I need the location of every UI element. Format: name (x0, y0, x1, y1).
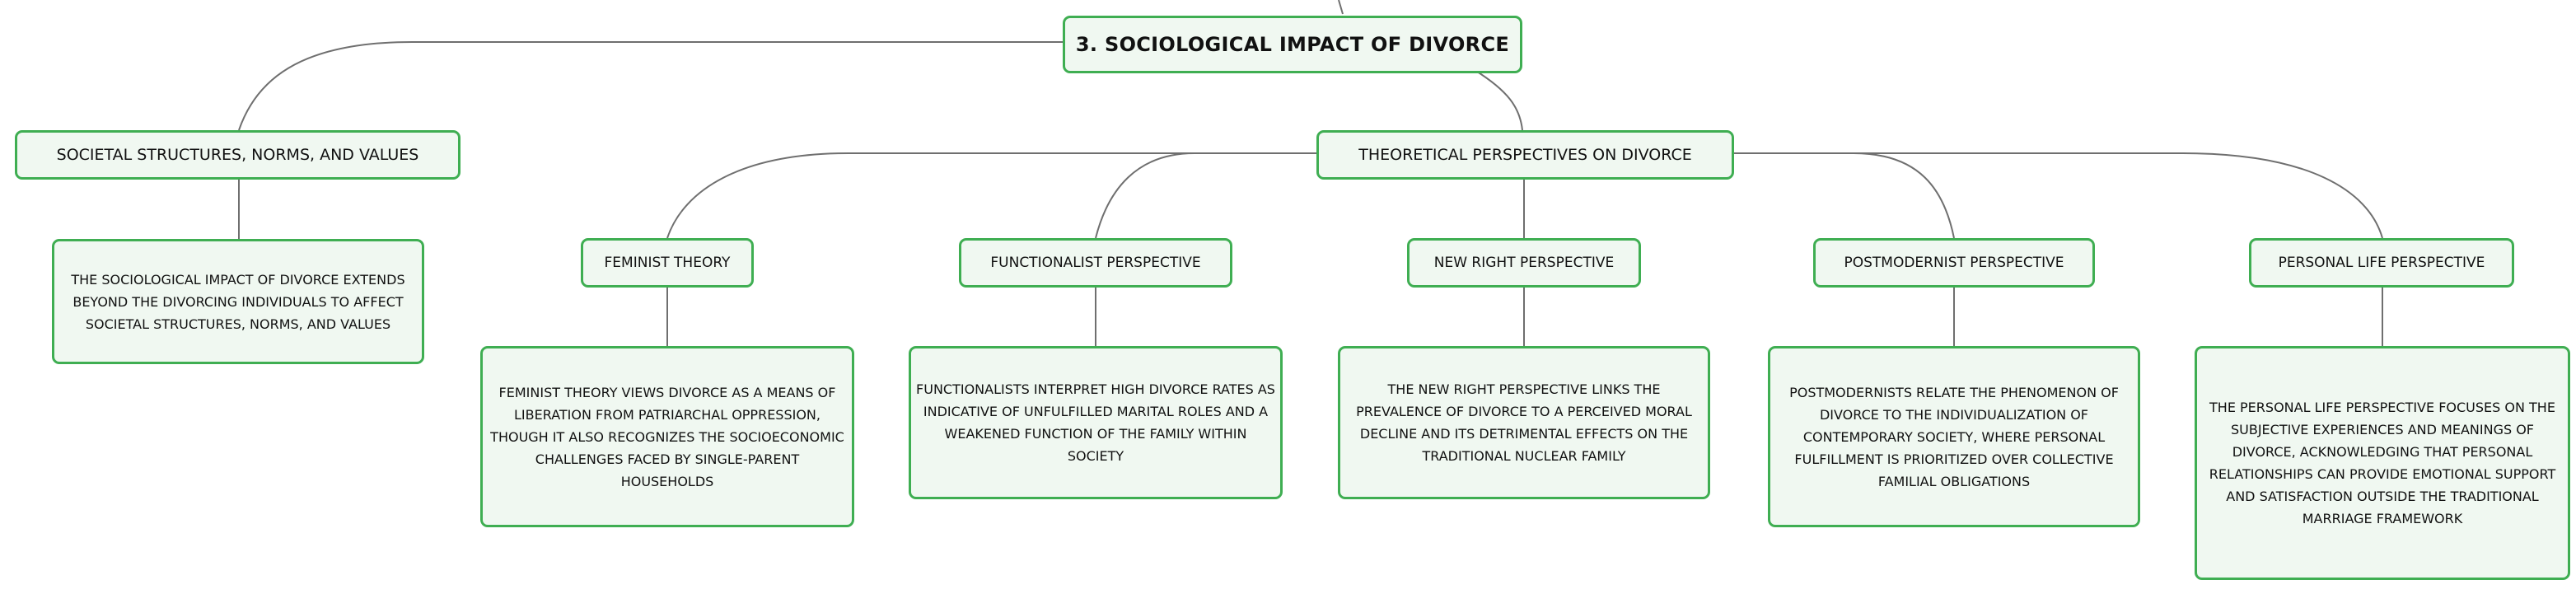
root-title: 3. SOCIOLOGICAL IMPACT OF DIVORCE (1075, 33, 1510, 56)
perspective-feminist-label: FEMINIST THEORY (604, 255, 731, 271)
perspective-personal-detail-node[interactable]: THE PERSONAL LIFE PERSPECTIVE FOCUSES ON… (2195, 346, 2570, 580)
societal-detail-node[interactable]: THE SOCIOLOGICAL IMPACT OF DIVORCE EXTEN… (52, 239, 424, 364)
root-node[interactable]: 3. SOCIOLOGICAL IMPACT OF DIVORCE (1063, 16, 1522, 73)
perspective-personal-label: PERSONAL LIFE PERSPECTIVE (2278, 255, 2485, 271)
connector-root-societal (238, 41, 1063, 131)
connector-theoretical-postmodernist (1732, 152, 1955, 239)
connector-parent-root (1338, 0, 1344, 15)
perspective-functionalist-detail-text: FUNCTIONALISTS INTERPRET HIGH DIVORCE RA… (916, 381, 1275, 464)
perspective-feminist-detail-node[interactable]: FEMINIST THEORY VIEWS DIVORCE AS A MEANS… (480, 346, 854, 527)
perspective-postmodernist-detail-text: POSTMODERNISTS RELATE THE PHENOMENON OF … (1789, 384, 2119, 489)
perspective-functionalist-label: FUNCTIONALIST PERSPECTIVE (990, 255, 1201, 271)
societal-detail-text: THE SOCIOLOGICAL IMPACT OF DIVORCE EXTEN… (71, 271, 405, 332)
perspective-feminist-node[interactable]: FEMINIST THEORY (581, 238, 754, 288)
perspective-newright-node[interactable]: NEW RIGHT PERSPECTIVE (1407, 238, 1641, 288)
branch-theoretical-node[interactable]: THEORETICAL PERSPECTIVES ON DIVORCE (1316, 130, 1734, 180)
perspective-newright-detail-text: THE NEW RIGHT PERSPECTIVE LINKS THE PREV… (1356, 381, 1692, 464)
connector-root-theoretical (1474, 69, 1523, 131)
perspective-newright-label: NEW RIGHT PERSPECTIVE (1433, 255, 1615, 271)
branch-theoretical-label: THEORETICAL PERSPECTIVES ON DIVORCE (1358, 146, 1692, 164)
connector-theoretical-personal (1732, 152, 2383, 239)
connector-theoretical-functionalist (1095, 152, 1318, 239)
perspective-personal-detail-text: THE PERSONAL LIFE PERSPECTIVE FOCUSES ON… (2209, 400, 2556, 526)
connector-theoretical-feminist (666, 152, 1318, 239)
perspective-functionalist-detail-node[interactable]: FUNCTIONALISTS INTERPRET HIGH DIVORCE RA… (909, 346, 1283, 499)
perspective-postmodernist-label: POSTMODERNIST PERSPECTIVE (1844, 255, 2064, 271)
branch-societal-node[interactable]: SOCIETAL STRUCTURES, NORMS, AND VALUES (15, 130, 461, 180)
perspective-functionalist-node[interactable]: FUNCTIONALIST PERSPECTIVE (959, 238, 1232, 288)
perspective-feminist-detail-text: FEMINIST THEORY VIEWS DIVORCE AS A MEANS… (490, 384, 844, 489)
perspective-postmodernist-detail-node[interactable]: POSTMODERNISTS RELATE THE PHENOMENON OF … (1768, 346, 2140, 527)
branch-societal-label: SOCIETAL STRUCTURES, NORMS, AND VALUES (56, 146, 419, 164)
perspective-personal-node[interactable]: PERSONAL LIFE PERSPECTIVE (2249, 238, 2514, 288)
perspective-newright-detail-node[interactable]: THE NEW RIGHT PERSPECTIVE LINKS THE PREV… (1338, 346, 1710, 499)
perspective-postmodernist-node[interactable]: POSTMODERNIST PERSPECTIVE (1813, 238, 2095, 288)
